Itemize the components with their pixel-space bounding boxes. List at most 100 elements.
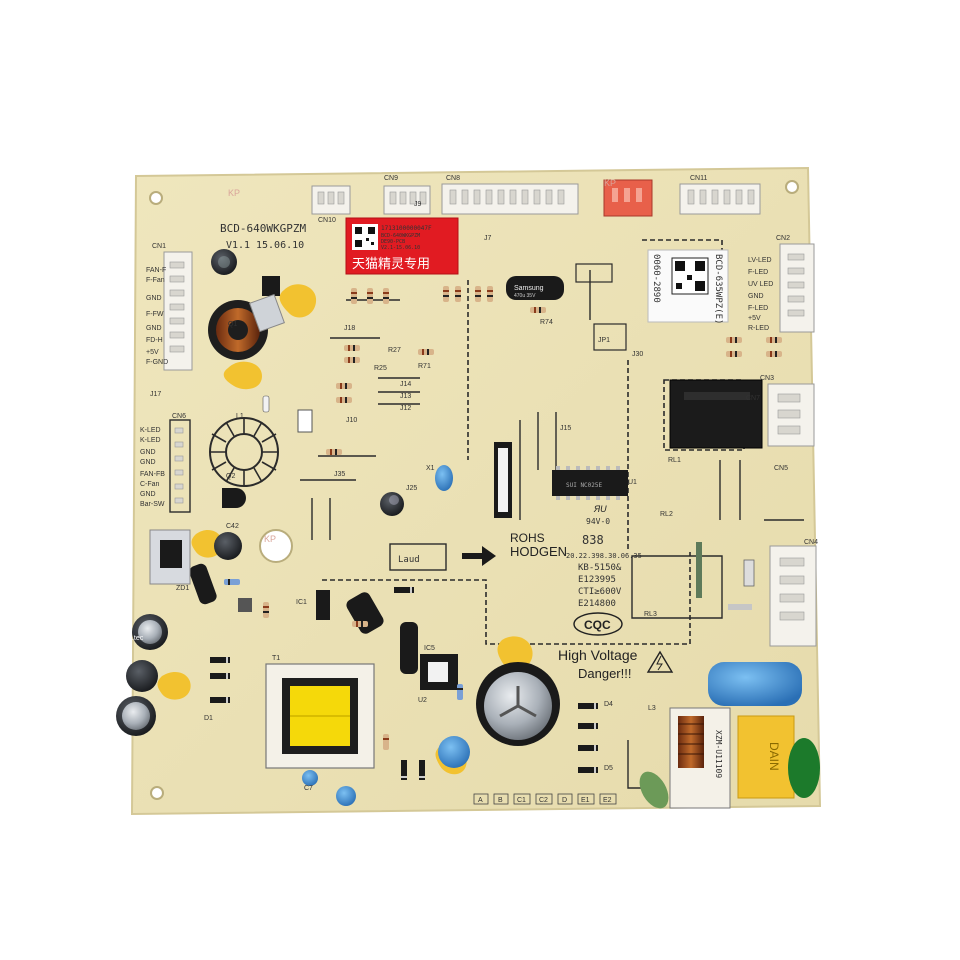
test-pad-label: D [562, 797, 567, 804]
ref-label: J14 [400, 381, 411, 388]
pin-label: GND [140, 491, 156, 498]
transistor-to92 [222, 488, 246, 508]
capacitor-top [138, 620, 162, 644]
pin-label: F-LED [748, 269, 768, 276]
kp-watermark: KP [228, 188, 240, 198]
ref-label: Q2 [226, 473, 235, 480]
cti-rating: CTI≥600V [578, 587, 622, 597]
capacitor [214, 532, 242, 560]
silkscreen-text: BCD-640WKGPZM V1.1 15.06.10 ROHS HODGEN … [220, 178, 674, 681]
ref-label: CN11 [690, 175, 707, 182]
capacitor-values: 470u 35V [514, 293, 536, 299]
sticker-line4: V2.1-15.06.10 [381, 245, 420, 251]
arrow-icon [462, 546, 496, 566]
ref-label: J15 [560, 425, 571, 432]
ref-label: RL3 [644, 611, 657, 618]
maker-mark: HODGEN [510, 544, 567, 559]
pin-label: C-Fan [140, 481, 160, 488]
electrolytic-capacitors: Samsung 470u 35V [116, 249, 564, 746]
high-voltage-text: High Voltage [558, 647, 638, 663]
header-strip [494, 442, 512, 518]
ic-marking: SUI NC025E [566, 482, 603, 489]
ref-label: D4 [604, 701, 613, 708]
pin-label: R-LED [748, 325, 769, 332]
ref-label: J13 [400, 393, 411, 400]
ref-label: U2 [418, 697, 427, 704]
smd-ic [420, 654, 458, 690]
ref-label: RL2 [660, 511, 673, 518]
blue-ceramic-capacitor [435, 465, 453, 491]
ref-label: X1 [426, 465, 435, 472]
ref-label: CN7 [746, 395, 760, 402]
ref-label: J9 [414, 201, 422, 208]
transformer [265, 663, 375, 769]
pin-label: F-GND [146, 359, 168, 366]
board-date: 15.06.10 [256, 240, 304, 251]
test-pad-label: B [498, 797, 503, 804]
pin-label: FAN-FB [140, 471, 165, 478]
ref-label: C7 [304, 785, 313, 792]
ref-label: RL1 [668, 457, 681, 464]
footprint [593, 323, 627, 351]
top-connectors [311, 179, 761, 217]
ref-label: D1 [204, 715, 213, 722]
connector-cn8-wide [441, 183, 579, 215]
capacitor [189, 563, 217, 605]
relay [669, 379, 763, 449]
capacitor [211, 249, 237, 275]
green-capacitor [639, 771, 669, 809]
pin-label: +5V [146, 349, 159, 356]
right-connectors [767, 243, 817, 647]
ref-label: CN3 [760, 375, 774, 382]
ref-label: CN6 [172, 413, 186, 420]
ref-label: J12 [400, 405, 411, 412]
test-pad-label: E1 [581, 797, 590, 804]
mount-hole [149, 191, 163, 205]
pin-label: +5V [748, 315, 761, 322]
cqc-text: CQC [584, 618, 611, 632]
test-pads: A B C1 C2 D E1 E2 [473, 793, 617, 805]
cqc-logo: CQC [573, 612, 623, 636]
board-model: BCD-640WKGPZM [220, 222, 306, 235]
pin-label: FAN-F [146, 267, 166, 274]
board-version: V1.1 [226, 240, 250, 251]
capacitor-brand-2: Ltec [130, 635, 144, 642]
connector-cn11 [679, 183, 761, 215]
ref-label: CN1 [152, 243, 166, 250]
ref-label: CN5 [774, 465, 788, 472]
ref-label: ZD1 [176, 585, 189, 592]
ref-label: R25 [374, 365, 387, 372]
capacitor-samsung: Samsung 470u 35V [506, 276, 564, 300]
resistor [728, 604, 752, 610]
capacitor [126, 660, 158, 692]
pin-label: GND [748, 293, 764, 300]
diodes [210, 587, 598, 780]
blue-capacitors [302, 465, 802, 806]
ref-label: U1 [628, 479, 637, 486]
toroid-inductor-small [208, 300, 268, 360]
ref-label: R71 [418, 363, 431, 370]
sticker-serial: 1713100000047F [381, 225, 432, 232]
mount-hole [785, 180, 799, 194]
ref-label: CN2 [776, 235, 790, 242]
circuit-board [130, 166, 822, 816]
ref-label: J7 [484, 235, 492, 242]
ref-label: T1 [272, 655, 280, 662]
pin-label: K-LED [140, 437, 161, 444]
red-sticker: 1713100000047F BCD-640WKGPZM DE90-PCB V2… [345, 217, 459, 275]
blue-ceramic-capacitor [302, 770, 318, 786]
ref-label: J30 [632, 351, 643, 358]
date-code: 20.22.398.30.06.35 [566, 552, 642, 560]
ul-logo: ЯU [593, 504, 607, 514]
capacitor-brand: Samsung [514, 285, 544, 292]
ref-label: R74 [540, 319, 553, 326]
kp-watermark: KP [604, 178, 616, 188]
pin-label: GND [146, 325, 162, 332]
material-code: KB-5150& [578, 563, 622, 573]
connector-cn6-outline [169, 419, 191, 513]
ref-label: J17 [150, 391, 161, 398]
sticker-line3: DE90-PCB [381, 239, 405, 245]
ref-label: JP1 [598, 337, 610, 344]
ref-label: R27 [388, 347, 401, 354]
capacitor-top [122, 702, 150, 730]
